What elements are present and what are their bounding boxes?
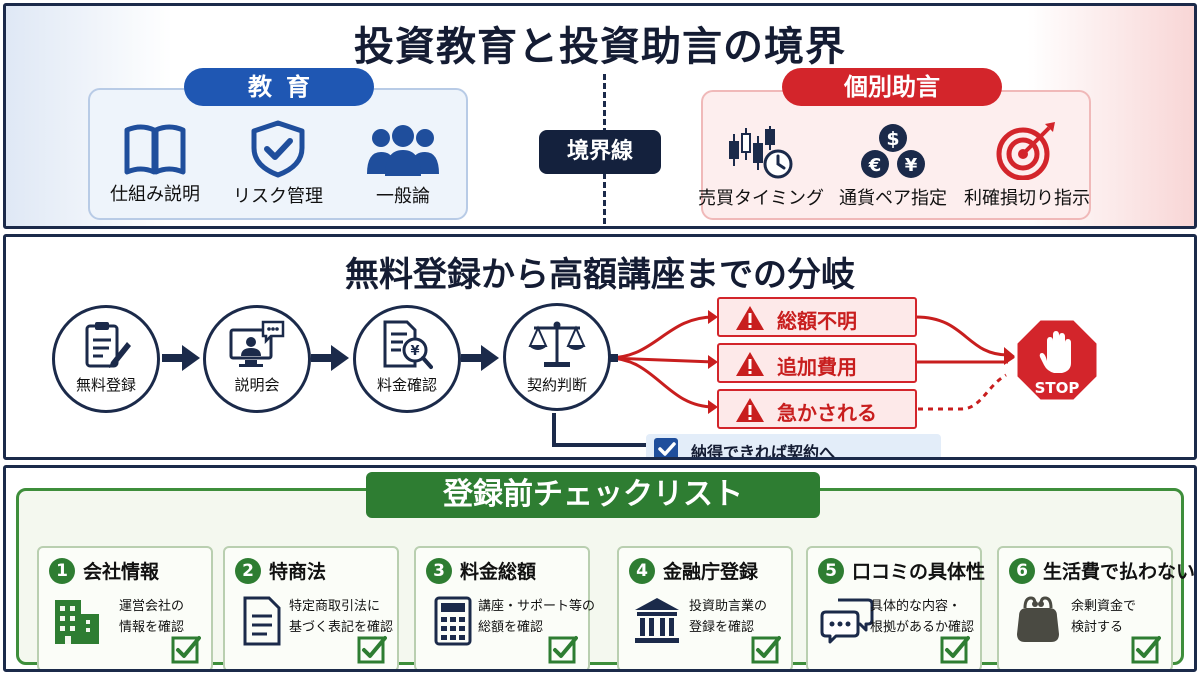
checklist-card-tokushoho: 2 特商法 特定商取引法に基づく表記を確認: [223, 546, 399, 669]
people-group-icon: [367, 125, 439, 176]
wallet-purse-icon: [1017, 596, 1059, 642]
advice-item-label: 通貨ペア指定: [839, 188, 947, 209]
checklist-card-total-fee: 3 料金総額 講座・サポート等の総額を確認: [414, 546, 595, 669]
document-yen-magnifier-icon: ¥: [383, 320, 433, 369]
green-check-icon: [357, 636, 387, 664]
card-description: 具体的な内容・根拠があるか確認: [870, 599, 975, 635]
ok-label: 納得できれば契約へ: [691, 443, 836, 460]
warning-triangle-icon: [736, 398, 764, 422]
ok-to-contract-banner: 納得できれば契約へ: [646, 434, 941, 460]
warning-label: 急かされる: [777, 401, 877, 425]
advice-item-label: 売買タイミング: [698, 188, 824, 209]
education-item-label: 一般論: [376, 186, 430, 207]
stop-sign-icon: STOP: [1014, 317, 1100, 403]
flow-step-contract-decision: 契約判断: [503, 303, 611, 411]
shield-check-icon: [251, 120, 305, 178]
warning-label: 追加費用: [777, 355, 857, 379]
speech-bubbles-icon: [820, 598, 874, 644]
checklist-panel: 1 会社情報 運営会社の情報を確認 2 特商法: [3, 465, 1197, 672]
document-icon: [243, 596, 281, 646]
flow-step-label: 説明会: [234, 376, 280, 394]
checklist-card-company: 1 会社情報 運営会社の情報を確認: [37, 546, 213, 669]
card-number: 2: [235, 558, 261, 584]
currency-coins-icon: $ € ¥: [861, 124, 925, 178]
checklist-container: 1 会社情報 運営会社の情報を確認 2 特商法: [16, 488, 1194, 669]
page-title: 投資教育と投資助言の境界: [354, 24, 846, 70]
checklist-card-fsa-registration: 4 金融庁登録 投資助言業の登録を確認: [617, 546, 793, 669]
card-number: 5: [818, 558, 844, 584]
boundary-panel: 投資教育と投資助言の境界 教育 仕組み説明 リスク管理 一般論 境界線 個別助言: [3, 3, 1197, 229]
warning-additional-cost: 追加費用: [717, 343, 917, 383]
education-item-mechanism: 仕組み説明: [90, 124, 220, 206]
boundary-label: 境界線: [539, 130, 661, 174]
advice-item-timing: 売買タイミング: [696, 124, 826, 210]
card-number: 4: [629, 558, 655, 584]
green-check-icon: [1131, 636, 1161, 664]
advice-label: 個別助言: [782, 68, 1002, 106]
flow-connectors: [162, 310, 1016, 447]
svg-text:€: €: [868, 155, 882, 176]
svg-text:$: $: [886, 128, 899, 150]
warning-unclear-total: 総額不明: [717, 297, 917, 337]
education-label: 教育: [184, 68, 374, 106]
green-check-icon: [940, 636, 970, 664]
flow-step-free-registration: 無料登録: [52, 305, 160, 413]
branch-flow-panel: 無料登録から高額講座までの分岐: [3, 234, 1197, 460]
warning-triangle-icon: [736, 352, 764, 376]
monitor-presenter-icon: [229, 320, 285, 367]
flow-step-briefing: 説明会: [203, 305, 311, 413]
card-title: 生活費で払わない: [1043, 561, 1196, 583]
flow-step-label: 料金確認: [376, 376, 437, 394]
flow-step-label: 無料登録: [75, 376, 136, 394]
target-arrow-icon: [996, 122, 1055, 180]
warning-pressured: 急かされる: [717, 389, 917, 429]
candlestick-clock-icon: [729, 126, 793, 179]
card-title: 特商法: [269, 561, 327, 583]
branch-title: 無料登録から高額講座までの分岐: [345, 255, 855, 295]
advice-item-currency: $ € ¥ 通貨ペア指定: [828, 122, 958, 210]
book-icon: [124, 124, 186, 175]
advice-item-label: 利確損切り指示: [964, 188, 1090, 209]
card-number: 6: [1009, 558, 1035, 584]
card-title: 料金総額: [460, 561, 537, 583]
check-box-icon: [654, 438, 678, 457]
checklist-card-living-expenses: 6 生活費で払わない 余剰資金で検討する: [997, 546, 1194, 669]
card-title: 金融庁登録: [663, 561, 759, 583]
card-description: 特定商取引法に基づく表記を確認: [289, 599, 394, 635]
education-item-label: 仕組み説明: [110, 184, 200, 205]
card-description: 余剰資金で検討する: [1071, 599, 1137, 635]
flow-step-label: 契約判断: [526, 376, 587, 394]
warning-label: 総額不明: [777, 309, 857, 333]
svg-text:¥: ¥: [410, 344, 419, 359]
calculator-icon: [434, 596, 472, 646]
education-item-label: リスク管理: [233, 186, 323, 207]
building-icon: [55, 600, 99, 644]
card-title: 会社情報: [83, 561, 160, 583]
stop-label: STOP: [1035, 379, 1080, 397]
green-check-icon: [751, 636, 781, 664]
education-item-general: 一般論: [338, 124, 468, 208]
government-building-icon: [635, 598, 679, 643]
education-item-risk: リスク管理: [213, 120, 343, 208]
card-description: 投資助言業の登録を確認: [689, 599, 768, 635]
advice-item-target: 利確損切り指示: [961, 120, 1093, 210]
card-number: 3: [426, 558, 452, 584]
svg-text:¥: ¥: [905, 155, 918, 176]
clipboard-pen-icon: [85, 322, 131, 368]
green-check-icon: [548, 636, 578, 664]
warning-triangle-icon: [736, 306, 764, 330]
flow-step-fee-check: ¥ 料金確認: [353, 305, 461, 413]
checklist-title: 登録前チェックリスト: [366, 472, 820, 518]
card-number: 1: [49, 558, 75, 584]
scales-icon: [528, 321, 586, 367]
card-title: 口コミの具体性: [852, 561, 986, 583]
card-description: 運営会社の情報を確認: [119, 599, 185, 635]
green-check-icon: [171, 636, 201, 664]
checklist-card-review-detail: 5 口コミの具体性 具体的な内容・根拠があるか確認: [806, 546, 986, 669]
card-description: 講座・サポート等の総額を確認: [478, 599, 596, 635]
